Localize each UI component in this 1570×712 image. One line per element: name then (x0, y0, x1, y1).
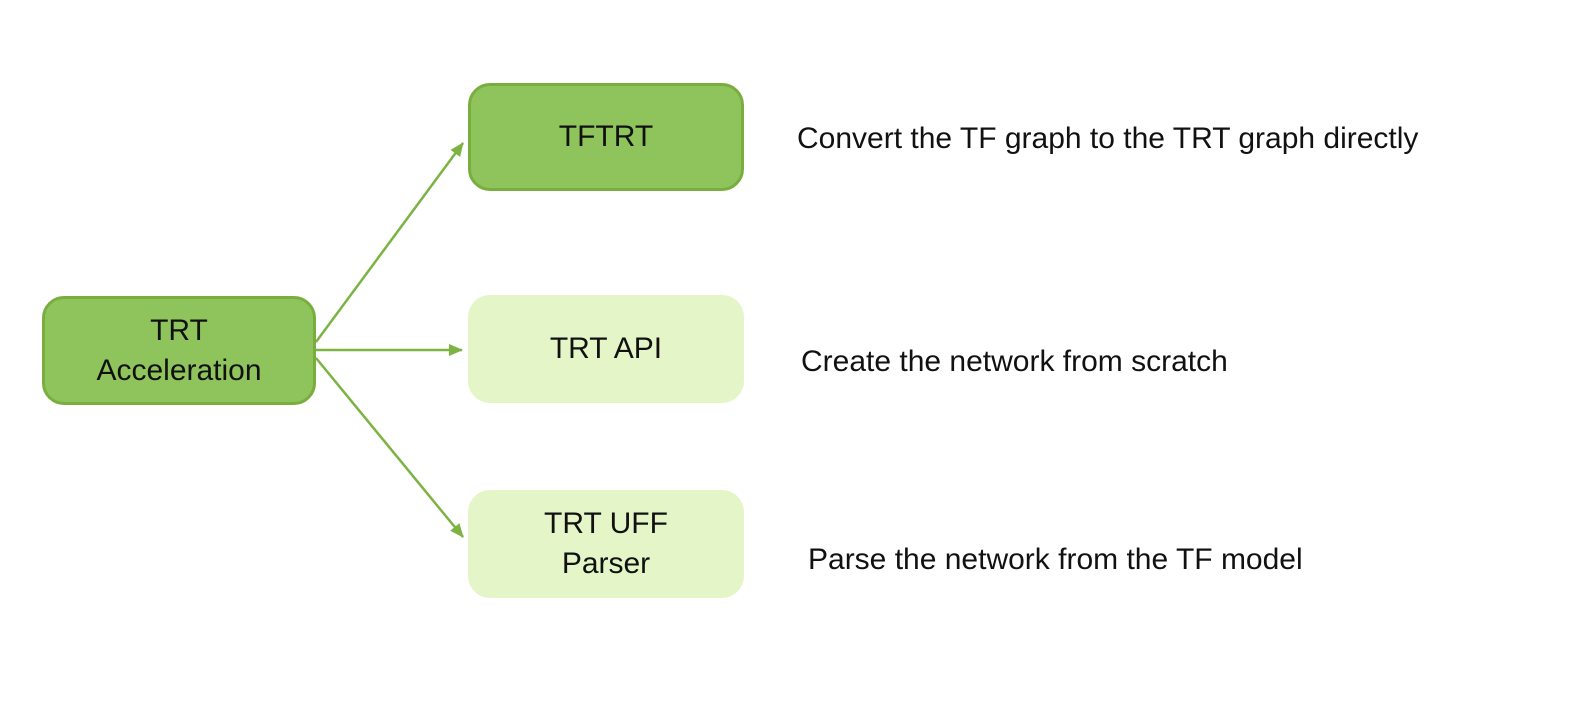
node-trt-uff-parser: TRT UFF Parser (468, 490, 744, 598)
arrow-root-to-tftrt (314, 142, 465, 343)
node-trt-acceleration: TRT Acceleration (42, 296, 316, 405)
node-tftrt-label: TFTRT (558, 120, 654, 154)
description-trt-uff-parser-text: Parse the network from the TF model (808, 543, 1303, 576)
description-tftrt: Convert the TF graph to the TRT graph di… (797, 85, 1418, 193)
node-trt-api-label: TRT API (549, 332, 663, 366)
description-tftrt-text: Convert the TF graph to the TRT graph di… (797, 122, 1419, 155)
description-trt-uff-parser: Parse the network from the TF model (808, 506, 1303, 614)
description-trt-api: Create the network from scratch (801, 308, 1228, 416)
node-trt-uff-parser-label: TRT UFF Parser (544, 507, 668, 580)
node-tftrt: TFTRT (468, 83, 744, 191)
node-trt-acceleration-label: TRT Acceleration (96, 313, 262, 387)
description-trt-api-text: Create the network from scratch (801, 345, 1228, 378)
arrow-root-to-uff (315, 357, 464, 538)
node-trt-api: TRT API (468, 295, 744, 403)
